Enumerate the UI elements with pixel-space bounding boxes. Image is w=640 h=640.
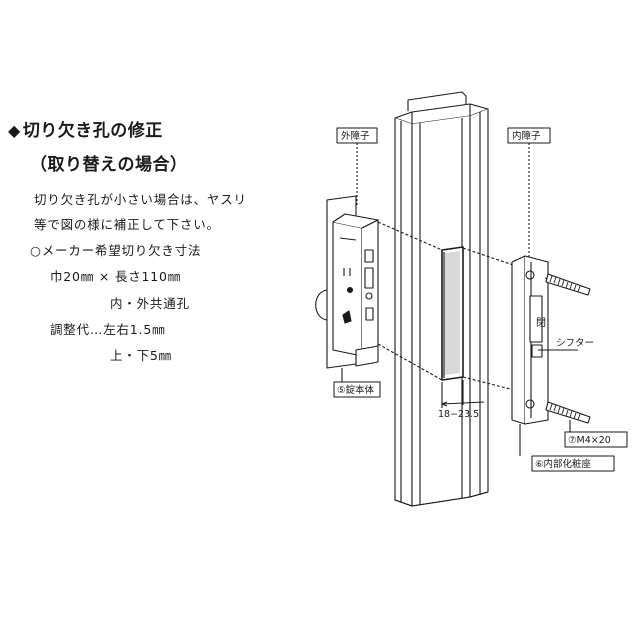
inner-cover-plate — [511, 255, 549, 425]
common-hole-note: 内・外共通孔 — [110, 296, 190, 311]
frame-profile — [394, 91, 489, 507]
cutout-range-dimension — [441, 380, 485, 408]
instruction-line-2: 等で図の様に補正して下さい。 — [34, 217, 220, 232]
cutout-range-label: 18−23.5 — [438, 409, 479, 420]
adjustment-horizontal: 調整代…左右1.5㎜ — [50, 322, 166, 337]
lock-body-label-box — [333, 381, 381, 398]
cover-plate-label: ⑥内部化粧座 — [535, 458, 592, 470]
recommended-size-value: 巾20㎜ × 長さ110㎜ — [50, 269, 182, 284]
recommended-size-heading: ○メーカー希望切り欠き寸法 — [30, 243, 202, 258]
instruction-line-1: 切り欠き孔が小さい場合は、ヤスリ — [34, 192, 247, 207]
section-title: 切り欠き孔の修正 — [22, 121, 163, 141]
section-heading: ◆切り欠き孔の修正 — [8, 116, 163, 141]
mounting-screw-upper — [544, 273, 591, 296]
close-mark-label: 閉 — [536, 317, 546, 329]
adjustment-vertical: 上・下5㎜ — [110, 348, 172, 363]
screw-spec-label: ⑦M4×20 — [568, 435, 611, 446]
outer-sash-label: 外障子 — [341, 130, 370, 142]
section-subtitle: （取り替えの場合） — [30, 155, 188, 175]
diamond-bullet-icon: ◆ — [8, 121, 21, 140]
lock-body-label: ⑤錠本体 — [337, 384, 375, 396]
mounting-screw-lower — [545, 401, 591, 424]
screw-label-box — [564, 431, 628, 448]
lock-body — [315, 195, 379, 369]
shifter-label: シフター — [556, 338, 594, 349]
inner-sash-label: 内障子 — [512, 130, 541, 142]
plate-label-box — [531, 455, 615, 472]
